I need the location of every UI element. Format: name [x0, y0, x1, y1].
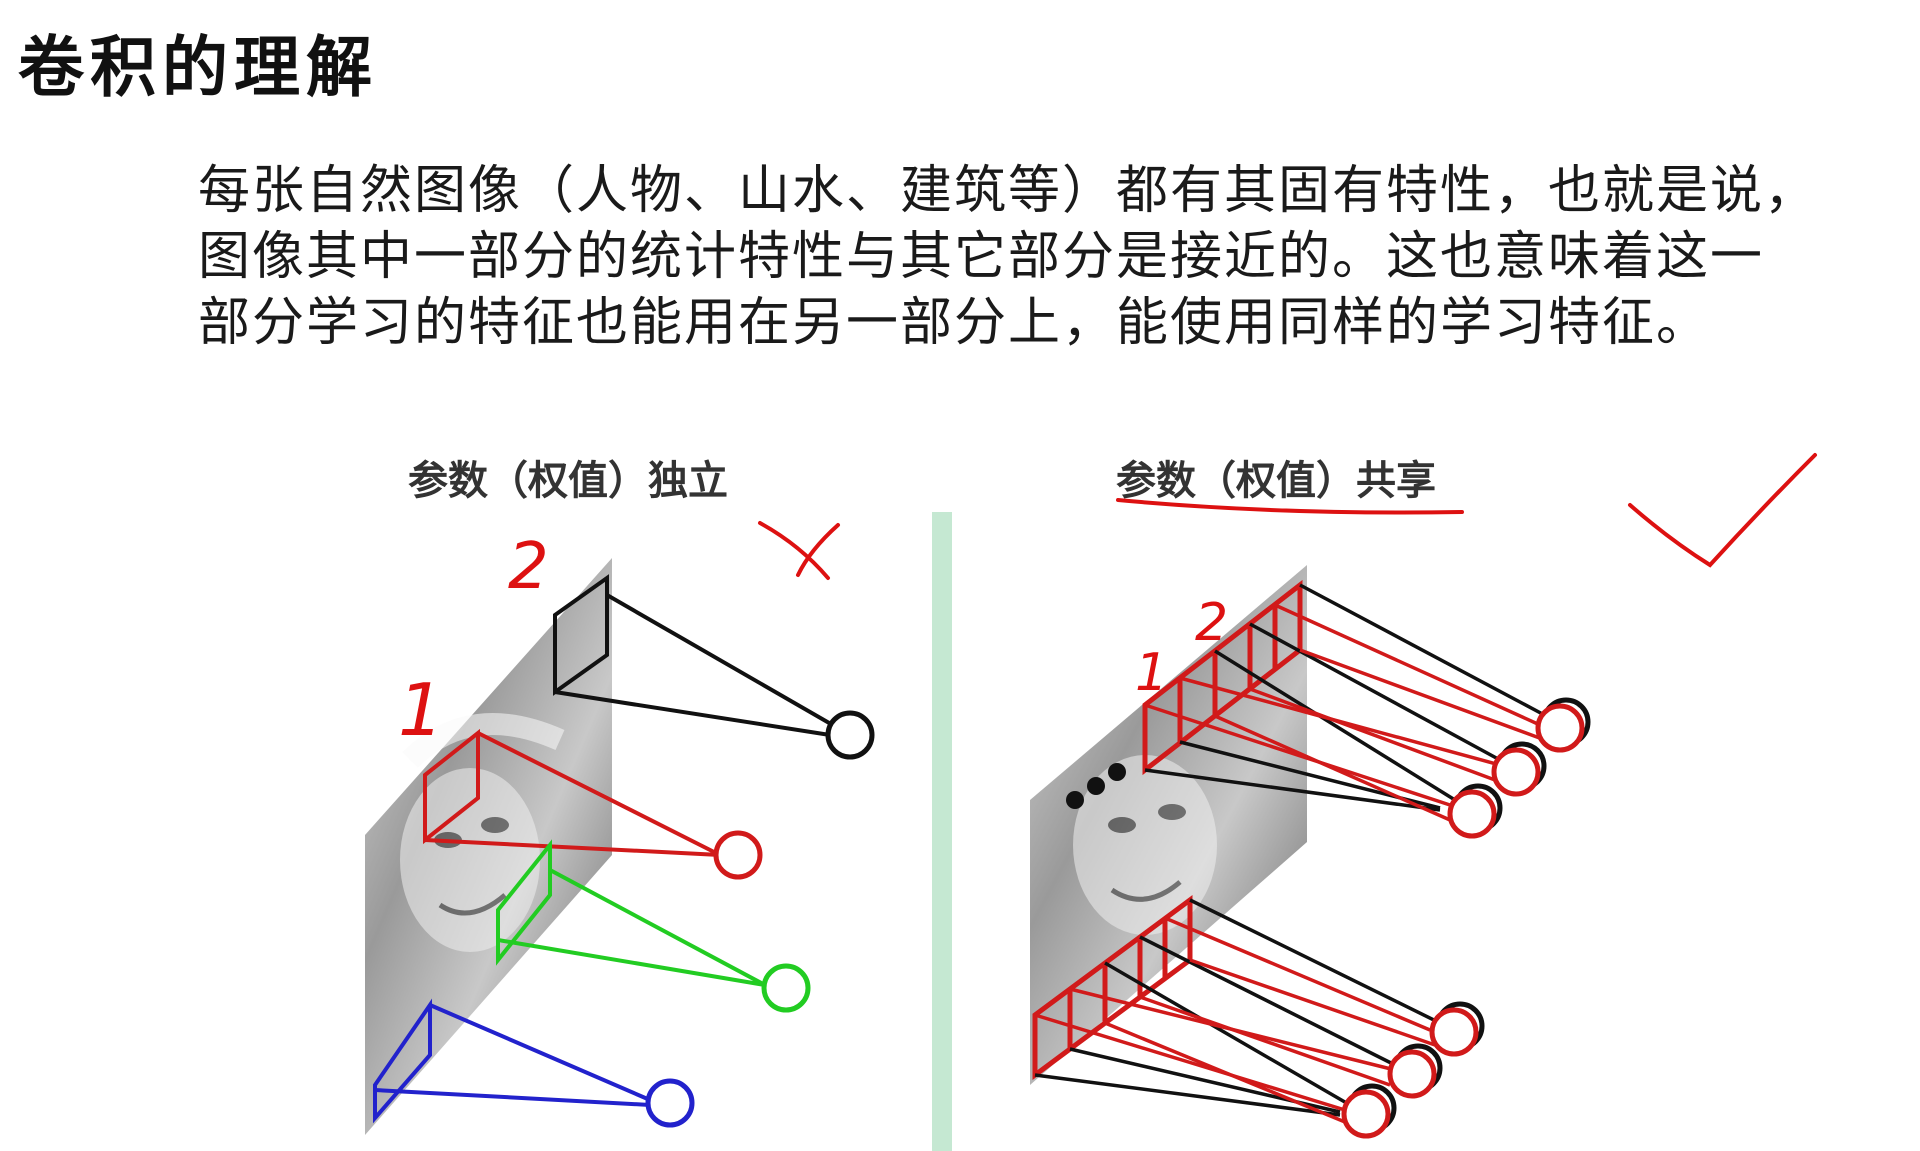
caption-underline	[1118, 500, 1462, 513]
check-mark-icon	[1630, 455, 1815, 565]
annotation-number-1-left: 1	[398, 668, 444, 752]
annotation-number-2-left: 2	[508, 530, 549, 604]
neuron-black	[828, 713, 872, 757]
right-panel: 1 2	[1030, 455, 1815, 1136]
annotation-number-1-right: 1	[1135, 643, 1168, 703]
neuron-blue	[648, 1081, 692, 1125]
neuron-red	[716, 833, 760, 877]
left-panel: 2 1	[365, 523, 872, 1135]
neuron-green	[764, 966, 808, 1010]
annotation-number-2-right: 2	[1195, 593, 1228, 653]
cross-mark-icon	[760, 523, 838, 578]
neurons-upper	[1450, 700, 1588, 836]
